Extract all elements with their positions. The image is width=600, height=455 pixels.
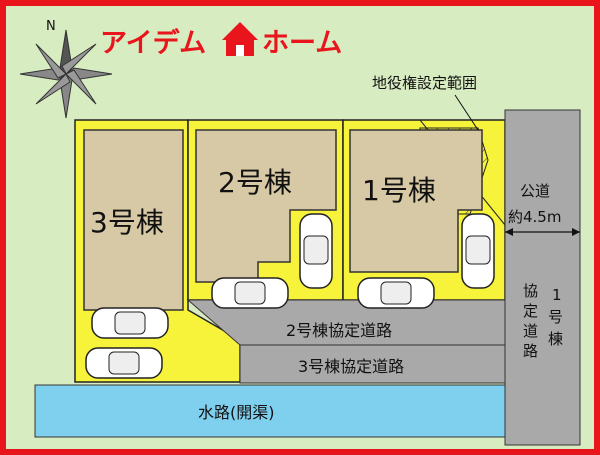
compass-north-label: N: [46, 19, 56, 34]
easement-leader-line: [454, 94, 479, 131]
compass-rose-icon: [19, 29, 113, 119]
road-1-agreement-char: 道: [523, 322, 538, 340]
waterway: [34, 384, 506, 438]
road-1-building-char: 1: [552, 286, 562, 304]
car-icon: [91, 307, 169, 339]
easement-label: 地役権設定範囲: [372, 74, 477, 92]
road-1-building-char: 棟: [548, 330, 563, 348]
car-icon: [211, 277, 289, 309]
building-2-label: 2号棟: [218, 166, 292, 199]
car-icon: [299, 213, 333, 289]
car-icon: [357, 277, 435, 309]
public-road-width: 約4.5m: [508, 208, 561, 226]
house-logo-icon: [222, 22, 258, 56]
road-3-label: 3号棟協定道路: [298, 357, 404, 376]
road-1-agreement-char: 路: [523, 342, 538, 360]
car-icon: [85, 347, 163, 379]
road-1-agreement-char: 定: [523, 302, 538, 320]
car-icon: [461, 213, 495, 289]
building-3-label: 3号棟: [90, 206, 164, 239]
waterway-label: 水路(開渠): [198, 403, 275, 422]
arrow-right-icon: [572, 228, 580, 236]
building-1-label: 1号棟: [362, 174, 436, 207]
road-3-agreement: [239, 344, 506, 384]
arrow-left-icon: [505, 228, 513, 236]
house-1-footprint: [349, 129, 483, 273]
public-road-label: 公道: [520, 182, 550, 200]
public-road: [504, 109, 581, 446]
logo-text-left: アイデム: [100, 27, 206, 59]
road-1-agreement-char: 協: [523, 282, 538, 300]
logo-text-right: ホーム: [262, 28, 342, 59]
house-3-footprint: [83, 129, 184, 311]
road-1-building-char: 号: [548, 308, 563, 326]
road-2-label: 2号棟協定道路: [286, 321, 392, 340]
